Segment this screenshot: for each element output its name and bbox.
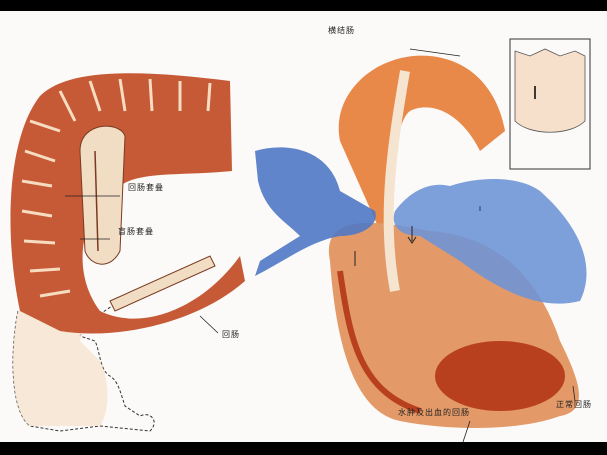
inset-torso [514, 48, 586, 133]
edematous-ileum-shape [435, 341, 565, 411]
transverse-colon [338, 55, 505, 232]
ileum-left [109, 255, 216, 312]
arrow-icon [354, 226, 417, 266]
left-glove [255, 147, 376, 276]
leader-lines [65, 48, 576, 442]
illustration-canvas: 横结肠 回肠套叠 盲肠套叠 回肠 水肿及出血的回肠 正常回肠 [0, 11, 607, 442]
label-edematous-hemorrhagic-ileum: 水肿及出血的回肠 [398, 408, 470, 417]
colon-stripes [21, 78, 212, 298]
label-transverse-colon: 横结肠 [328, 26, 355, 35]
right-glove [393, 179, 587, 304]
label-cecal-intussusception: 盲肠套叠 [118, 227, 154, 236]
inner-intussusceptum [79, 125, 126, 265]
anatomy-drawing [10, 38, 591, 442]
cecum-fill [13, 311, 108, 426]
colon-outer-wall [10, 73, 245, 334]
label-normal-ileum: 正常回肠 [556, 400, 592, 409]
mesentery-strand [383, 70, 410, 292]
label-ileal-intussusception: 回肠套叠 [128, 183, 164, 192]
label-ileum: 回肠 [222, 330, 240, 339]
